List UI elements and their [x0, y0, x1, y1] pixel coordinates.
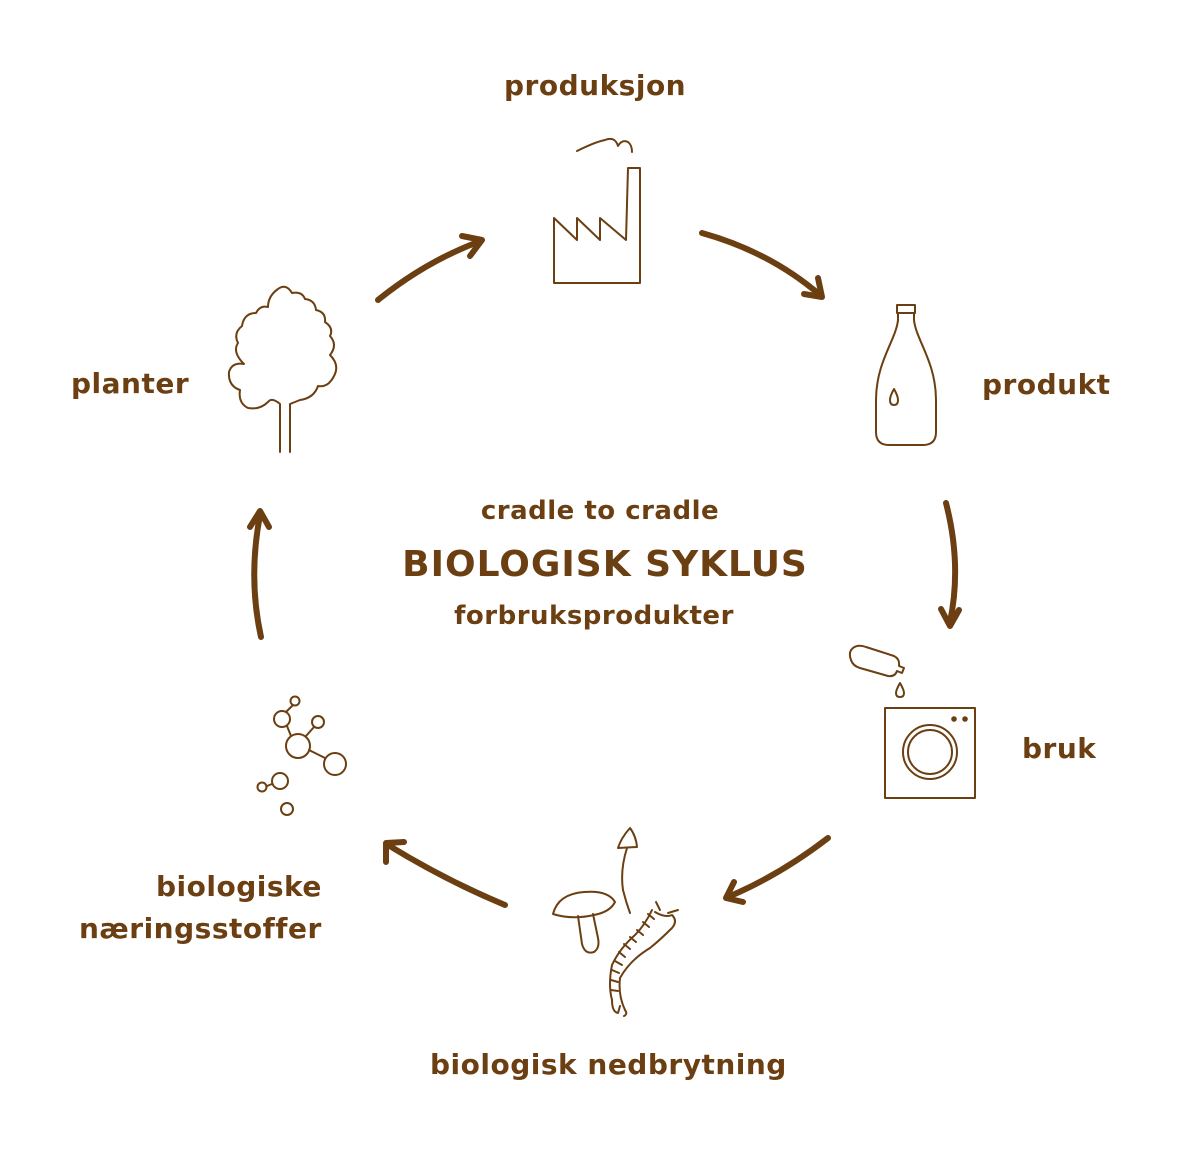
tree-icon	[227, 285, 338, 453]
label-plants: planter	[71, 367, 190, 400]
arrow-plants-to-production	[375, 233, 485, 303]
label-production: produksjon	[504, 69, 687, 102]
arrow-nutrients-to-plants	[247, 508, 272, 640]
washing-machine-icon	[848, 644, 976, 799]
molecule-icon	[256, 695, 347, 816]
label-nutrients-line2: næringsstoffer	[79, 912, 322, 945]
mushroom-worm-icon	[552, 827, 679, 1017]
arrow-decomposition-to-nutrients	[383, 839, 508, 908]
center-subtitle-top: cradle to cradle	[480, 496, 720, 526]
arrow-use-to-decomposition	[723, 835, 831, 905]
center-subtitle-bottom: forbruksprodukter	[454, 601, 734, 631]
center-title: BIOLOGISK SYKLUS	[402, 544, 808, 585]
label-use: bruk	[1022, 732, 1097, 765]
label-nutrients-line1: biologiske	[156, 870, 322, 903]
arrow-production-to-product	[699, 230, 825, 300]
arrow-product-to-use	[938, 500, 962, 629]
bottle-icon	[875, 304, 937, 446]
label-decomposition: biologisk nedbrytning	[430, 1048, 787, 1081]
factory-icon	[553, 137, 641, 284]
label-product: produkt	[982, 368, 1111, 401]
